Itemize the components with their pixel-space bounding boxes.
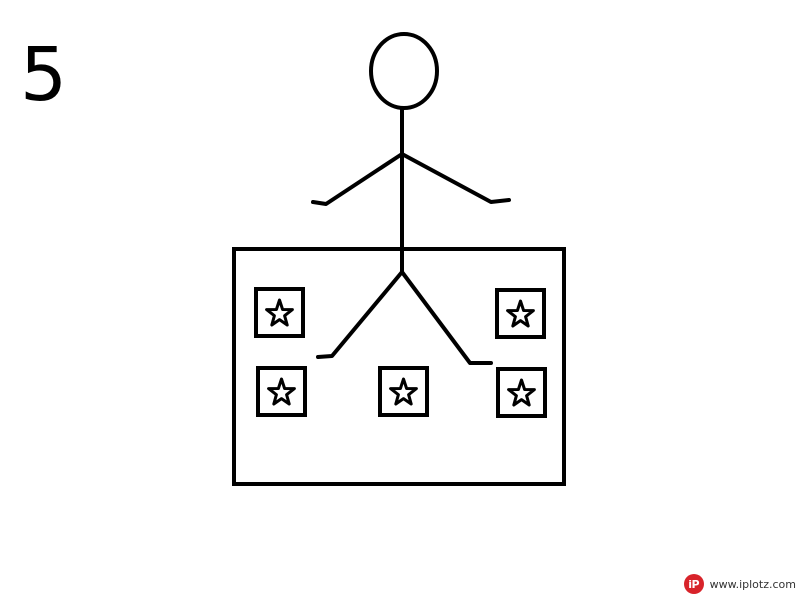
iplotz-logo-icon: iP	[683, 574, 704, 594]
star-icon	[507, 378, 536, 407]
star-icon	[267, 377, 296, 406]
tile-bottom-right	[496, 367, 547, 418]
figure-left-leg	[316, 270, 404, 359]
tile-bottom-left	[256, 366, 307, 417]
watermark-text: www.iplotz.com	[709, 577, 796, 591]
board-box	[232, 247, 566, 486]
star-icon	[506, 299, 535, 328]
iplotz-watermark: iP www.iplotz.com	[683, 570, 796, 598]
tile-top-right	[495, 288, 546, 339]
tile-bottom-center	[378, 366, 429, 417]
tile-top-left	[254, 287, 305, 338]
frame-number: 5	[20, 32, 68, 118]
figure-right-arm	[400, 152, 511, 204]
stick-figure	[311, 32, 511, 365]
star-icon	[265, 298, 294, 327]
figure-head	[369, 32, 439, 110]
star-icon	[389, 377, 418, 406]
figure-left-arm	[311, 152, 404, 206]
figure-right-leg	[400, 270, 493, 365]
